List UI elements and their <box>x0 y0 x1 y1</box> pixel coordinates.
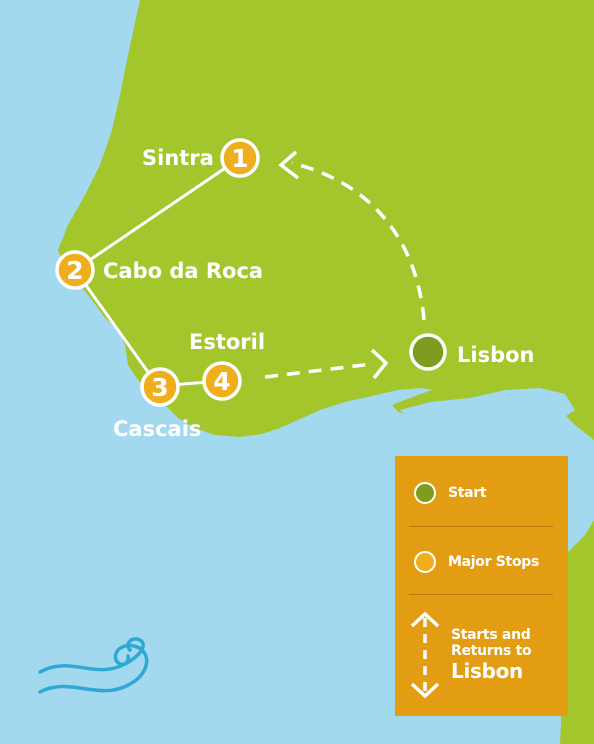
legend-start-label: Start <box>448 485 487 501</box>
label-cabo-da-roca: Cabo da Roca <box>103 259 263 283</box>
legend-row-returns: Starts and Returns to Lisbon <box>395 611 568 699</box>
stop-marker-4[interactable]: 4 <box>202 361 242 401</box>
start-marker-icon <box>414 482 436 504</box>
estuary <box>400 388 575 426</box>
label-lisbon: Lisbon <box>457 343 535 367</box>
route-line <box>72 156 241 388</box>
start-marker-lisbon[interactable] <box>409 333 447 371</box>
dashed-route-estoril <box>264 362 373 379</box>
legend-returns-line1: Starts and <box>451 627 531 643</box>
land-area <box>58 0 594 744</box>
stop-marker-3[interactable]: 3 <box>140 367 180 407</box>
legend-divider <box>409 526 553 527</box>
legend: Start Major Stops Starts and Returns to … <box>395 456 568 716</box>
legend-major-stops-label: Major Stops <box>448 554 540 570</box>
arrowhead-lisbon <box>370 348 389 380</box>
stop-marker-2[interactable]: 2 <box>55 250 95 290</box>
stop-marker-1[interactable]: 1 <box>220 138 260 178</box>
stop-marker-icon <box>414 551 436 573</box>
label-cascais: Cascais <box>113 417 201 441</box>
arrowhead-sintra <box>278 150 300 180</box>
stop-number-4: 4 <box>213 367 230 396</box>
stop-number-2: 2 <box>66 256 83 285</box>
label-estoril: Estoril <box>189 330 265 354</box>
wave-icon <box>38 637 149 694</box>
stop-number-1: 1 <box>231 144 248 173</box>
legend-row-stops: Major Stops <box>395 551 568 573</box>
dashed-route-sintra <box>291 161 426 321</box>
legend-returns-line3: Lisbon <box>451 659 523 683</box>
legend-divider <box>409 594 553 595</box>
legend-returns-text: Starts and Returns to Lisbon <box>451 627 532 683</box>
round-trip-arrow-icon <box>410 611 440 699</box>
stop-number-3: 3 <box>151 373 168 402</box>
legend-row-start: Start <box>395 482 568 504</box>
label-sintra: Sintra <box>142 146 214 170</box>
legend-returns-line2: Returns to <box>451 643 532 659</box>
